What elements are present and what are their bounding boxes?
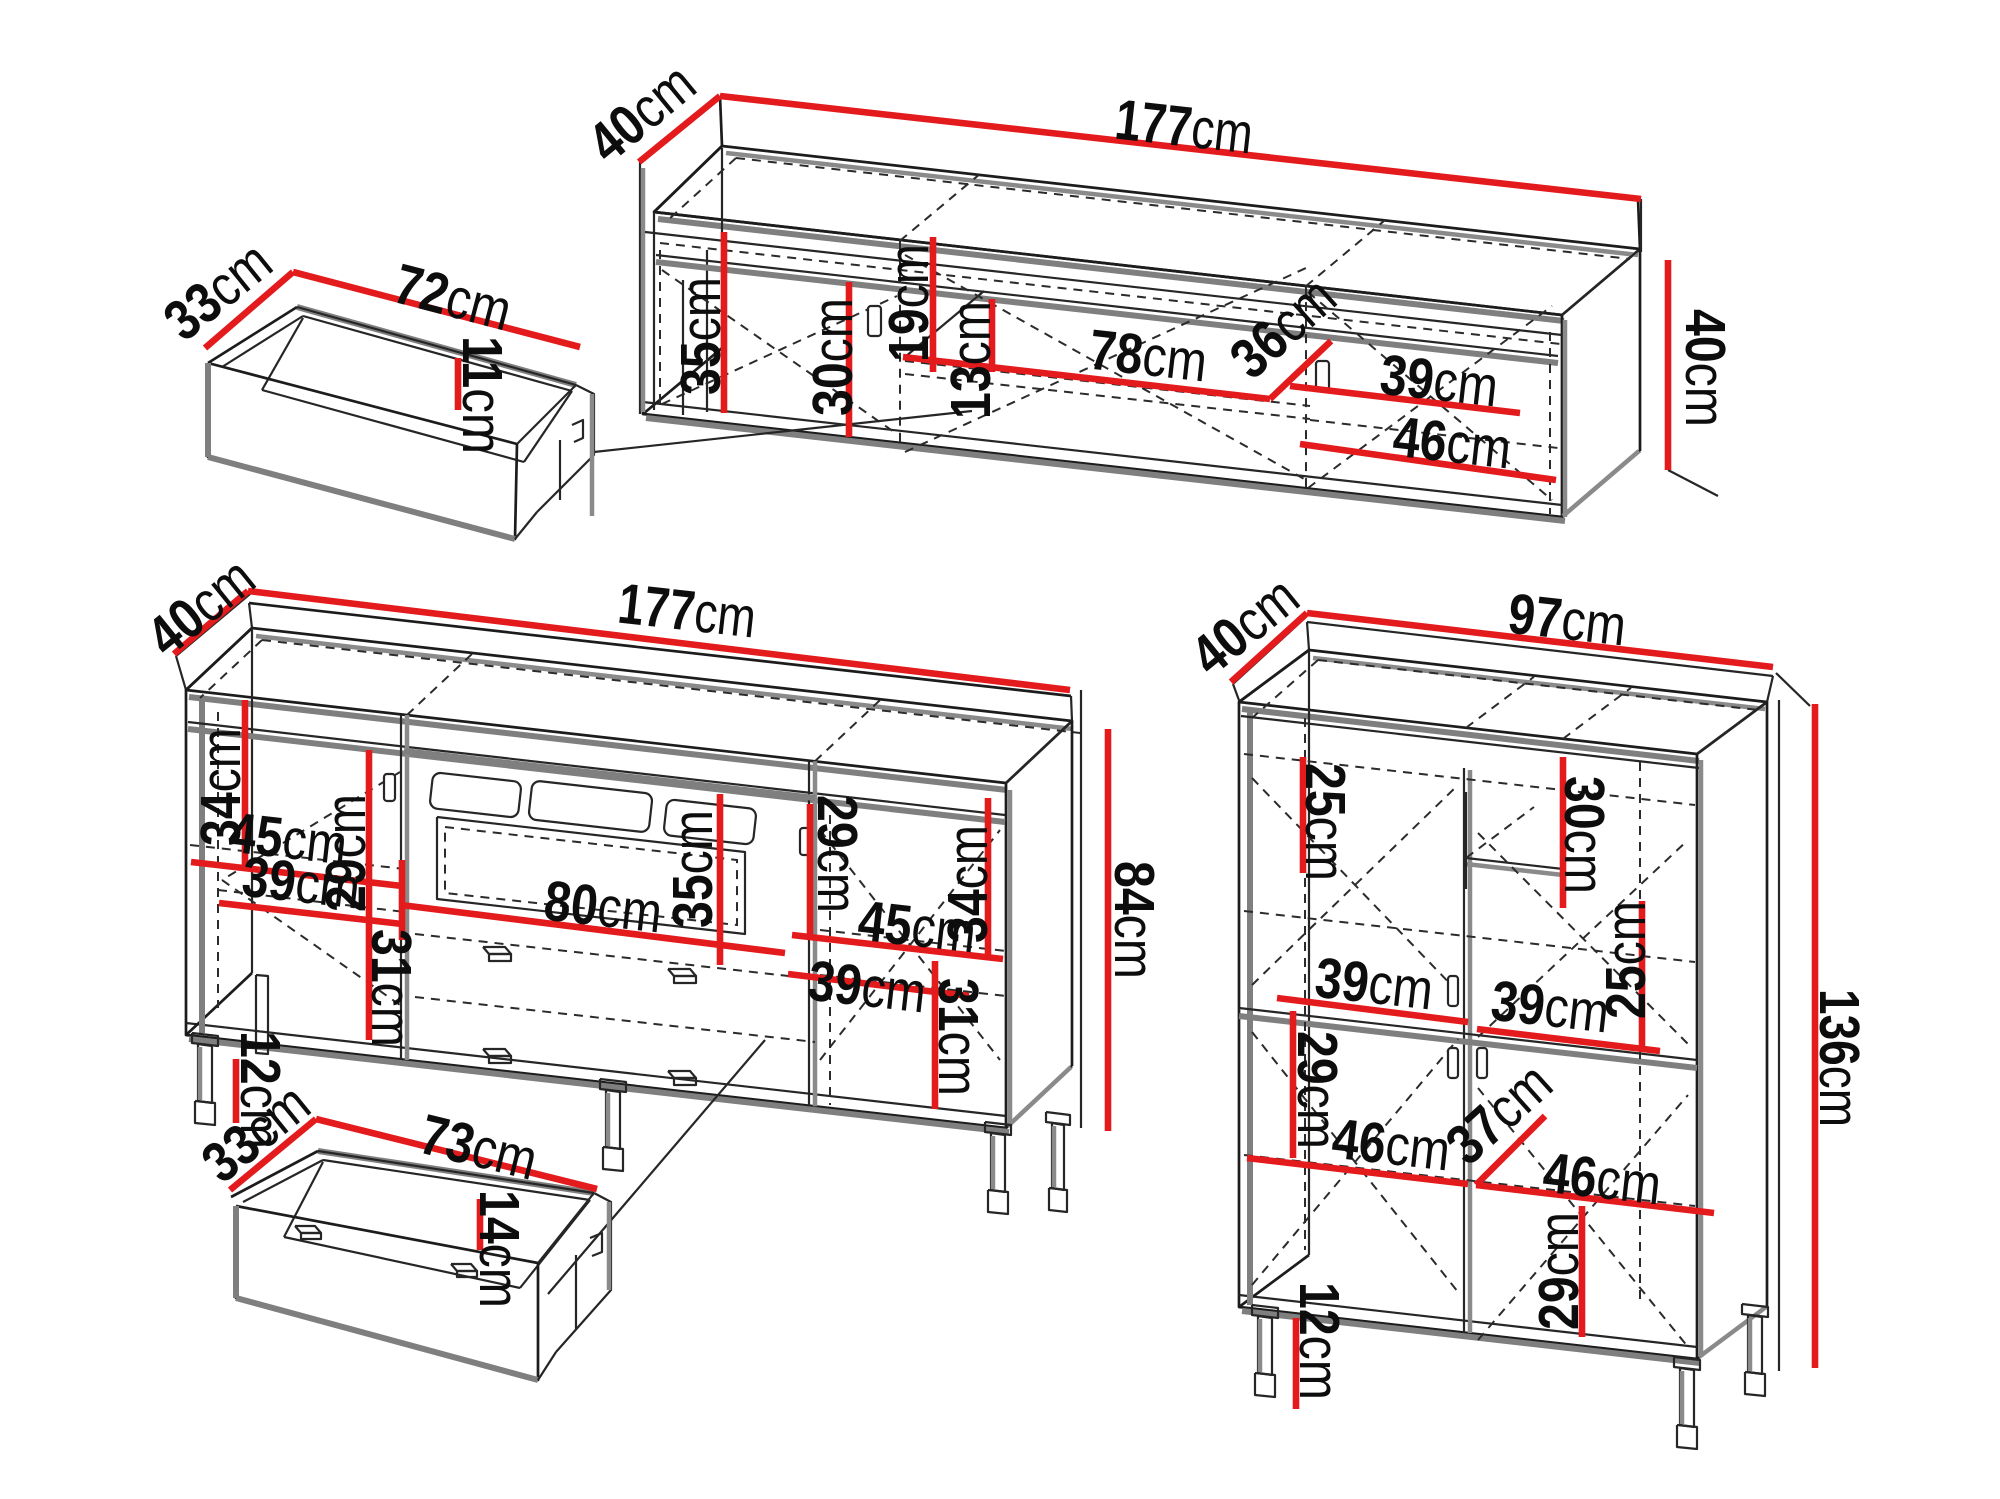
svg-text:39cm: 39cm: [1488, 969, 1612, 1046]
svg-text:11cm: 11cm: [450, 336, 514, 454]
svg-text:12cm: 12cm: [1287, 1282, 1351, 1400]
svg-text:46cm: 46cm: [1390, 405, 1514, 482]
svg-text:31cm: 31cm: [926, 978, 990, 1096]
svg-text:46cm: 46cm: [1540, 1141, 1664, 1218]
svg-text:12cm: 12cm: [228, 1031, 292, 1149]
svg-text:30cm: 30cm: [1552, 776, 1616, 894]
svg-text:80cm: 80cm: [541, 869, 665, 946]
svg-text:136cm: 136cm: [1807, 989, 1871, 1127]
svg-text:39cm: 39cm: [239, 845, 363, 922]
svg-text:45cm: 45cm: [226, 801, 350, 878]
svg-text:25cm: 25cm: [1293, 763, 1357, 881]
svg-text:40cm: 40cm: [1673, 309, 1737, 427]
svg-text:13cm: 13cm: [939, 301, 1003, 419]
svg-text:34cm: 34cm: [189, 728, 253, 846]
svg-text:84cm: 84cm: [1102, 861, 1166, 979]
svg-text:29cm: 29cm: [805, 795, 869, 913]
svg-text:78cm: 78cm: [1086, 318, 1210, 395]
svg-text:30cm: 30cm: [801, 298, 865, 416]
svg-text:14cm: 14cm: [467, 1190, 531, 1308]
svg-text:39cm: 39cm: [1312, 946, 1436, 1023]
svg-text:19cm: 19cm: [877, 244, 941, 362]
svg-text:31cm: 31cm: [359, 929, 423, 1047]
svg-text:29cm: 29cm: [314, 794, 378, 912]
svg-text:34cm: 34cm: [936, 825, 1000, 943]
svg-text:29cm: 29cm: [1527, 1212, 1591, 1330]
svg-text:97cm: 97cm: [1505, 582, 1629, 659]
svg-text:35cm: 35cm: [661, 810, 725, 928]
svg-text:29cm: 29cm: [1285, 1031, 1349, 1149]
svg-text:177cm: 177cm: [615, 572, 759, 651]
svg-text:39cm: 39cm: [805, 949, 929, 1026]
svg-text:25cm: 25cm: [1594, 901, 1658, 1019]
svg-text:39cm: 39cm: [1377, 343, 1501, 420]
svg-text:46cm: 46cm: [1329, 1107, 1453, 1184]
svg-text:45cm: 45cm: [855, 889, 979, 966]
svg-text:177cm: 177cm: [1112, 88, 1256, 167]
svg-text:35cm: 35cm: [669, 277, 733, 395]
